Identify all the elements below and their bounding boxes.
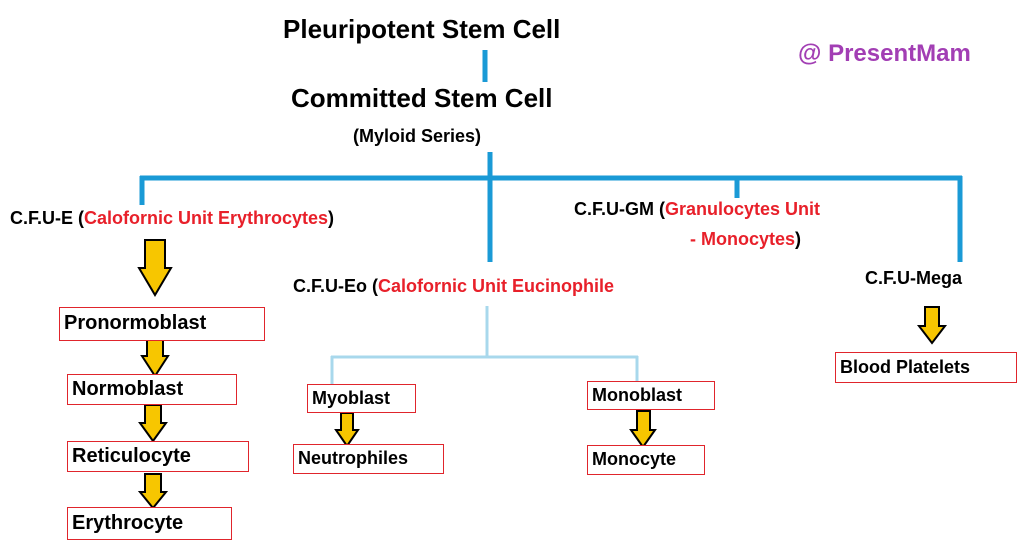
arrow-down-icon xyxy=(138,404,168,443)
committed-node-label: Committed Stem Cell xyxy=(291,83,553,113)
arrow-down-icon xyxy=(137,239,173,297)
pronormoblast-box: Pronormoblast xyxy=(59,307,265,341)
cfue-suffix: ) xyxy=(328,208,335,228)
sub-connectors xyxy=(330,306,639,384)
arrow-down-icon xyxy=(137,473,169,510)
normoblast-box: Normoblast xyxy=(67,374,237,405)
arrow-down-icon xyxy=(916,306,948,345)
blood-platelets-box: Blood Platelets xyxy=(835,352,1017,383)
cfueo-name: Calofornic Unit Eucinophile xyxy=(378,276,615,296)
cfugm-prefix: C.F.U-GM ( xyxy=(574,199,665,219)
reticulocyte-box: Reticulocyte xyxy=(67,441,249,472)
monoblast-box: Monoblast xyxy=(587,381,715,410)
cfue-prefix: C.F.U-E ( xyxy=(10,208,84,228)
cfueo-prefix: C.F.U-Eo ( xyxy=(293,276,378,296)
series-label: (Myloid Series) xyxy=(353,126,482,146)
arrow-down-icon xyxy=(334,412,360,448)
cfugm-suffix: ) xyxy=(795,229,802,249)
cfue-label: C.F.U-E (Calofornic Unit Erythrocytes) xyxy=(10,208,334,229)
root-node-label: Pleuripotent Stem Cell xyxy=(283,14,561,44)
arrow-down-icon xyxy=(140,339,170,378)
monocyte-box: Monocyte xyxy=(587,445,705,475)
main-connectors xyxy=(139,50,963,262)
cfugm-label: C.F.U-GM (Granulocytes Unit xyxy=(574,199,820,220)
neutrophiles-box: Neutrophiles xyxy=(293,444,444,474)
cfumega-label: C.F.U-Mega xyxy=(865,268,963,288)
myoblast-box: Myoblast xyxy=(307,384,416,413)
cfue-name: Calofornic Unit Erythrocytes xyxy=(84,208,329,228)
cfugm-name-line2: - Monocytes xyxy=(690,229,796,249)
erythrocyte-box: Erythrocyte xyxy=(67,507,232,540)
cfueo-label: C.F.U-Eo (Calofornic Unit Eucinophile xyxy=(293,276,614,297)
arrow-down-icon xyxy=(629,410,657,449)
cfugm-name-line1: Granulocytes Unit xyxy=(664,199,821,219)
watermark: @ PresentMam xyxy=(798,40,971,67)
cfugm-label-line2: - Monocytes) xyxy=(690,229,801,250)
